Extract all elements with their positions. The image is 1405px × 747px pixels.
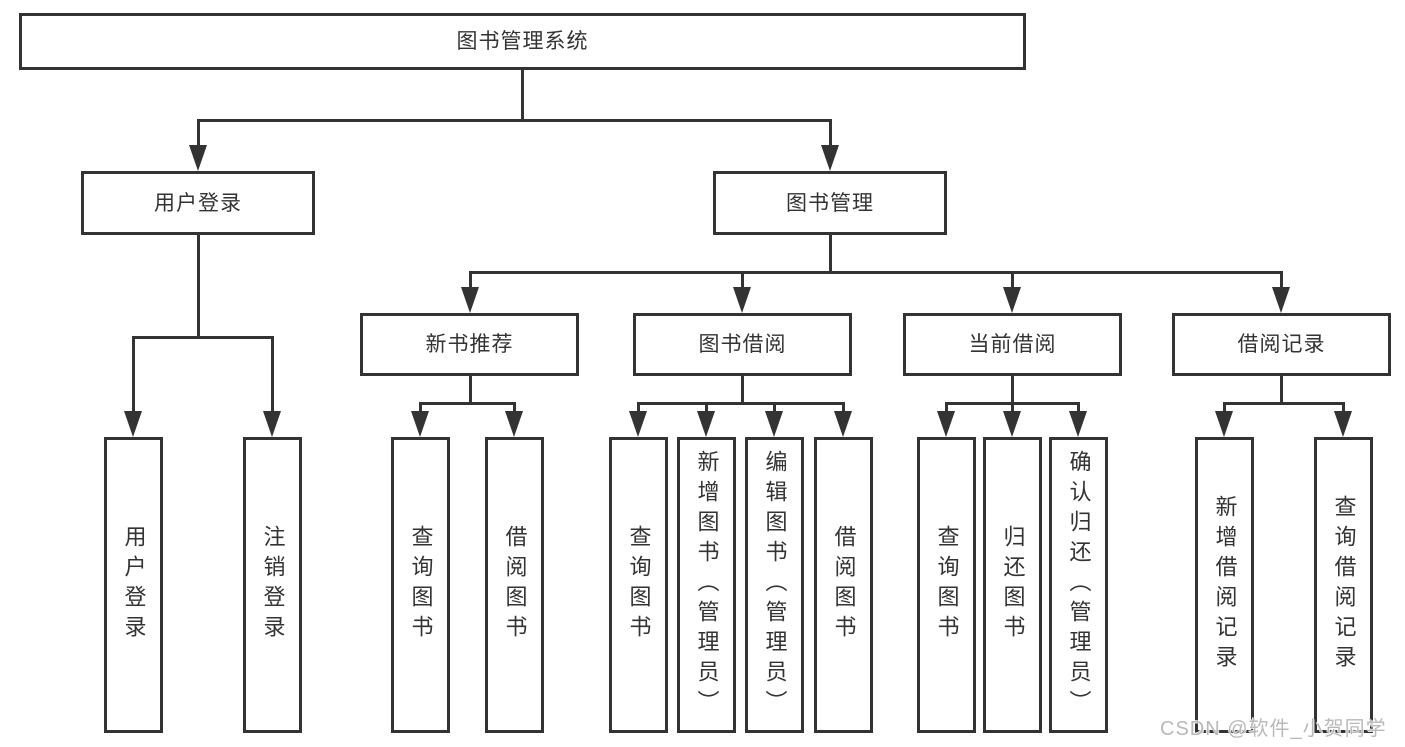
leaf-label: 查询图书 <box>408 525 434 645</box>
leaf-label: 编辑图书（管理员） <box>762 450 788 720</box>
leaf-label: 查询图书 <box>934 525 960 645</box>
arrow-head-icon <box>821 145 839 171</box>
node-label: 图书管理系统 <box>456 30 589 53</box>
arrow-head-icon <box>1334 411 1352 437</box>
arrow-head-icon <box>1069 411 1087 437</box>
node-label: 图书管理 <box>786 191 874 215</box>
arrow-head-icon <box>124 411 142 437</box>
arrow-head-icon <box>189 145 207 171</box>
arrow-head-icon <box>1215 411 1233 437</box>
leaf-borrow-books-recommend: 借阅图书 <box>485 437 544 733</box>
connector-line <box>1279 272 1283 295</box>
leaf-label: 借阅图书 <box>831 525 857 645</box>
connector-line <box>468 272 472 295</box>
leaf-user-login: 用户登录 <box>104 437 163 733</box>
arrow-head-icon <box>1272 287 1290 313</box>
connector-line <box>270 337 274 419</box>
csdn-watermark: CSDN @软件_小贺同学 <box>1160 718 1387 740</box>
arrow-head-icon <box>263 411 281 437</box>
leaf-label: 归还图书 <box>1000 525 1026 645</box>
leaf-label: 新增图书（管理员） <box>694 450 720 720</box>
leaf-borrow-books: 借阅图书 <box>814 437 873 733</box>
leaf-return-books: 归还图书 <box>983 437 1042 733</box>
arrow-head-icon <box>411 411 429 437</box>
connector-line <box>418 401 516 405</box>
connector-line <box>196 120 200 153</box>
node-book-management: 图书管理 <box>713 171 947 235</box>
leaf-add-books-admin: 新增图书（管理员） <box>677 437 736 733</box>
node-label: 借阅记录 <box>1237 333 1326 356</box>
leaf-label: 用户登录 <box>121 525 147 645</box>
node-user-login: 用户登录 <box>81 171 315 235</box>
leaf-add-borrow-record: 新增借阅记录 <box>1195 437 1254 733</box>
leaf-label: 确认归还（管理员） <box>1066 450 1092 720</box>
leaf-label: 借阅图书 <box>502 525 528 645</box>
connector-line <box>1010 272 1014 295</box>
connector-line <box>740 272 744 295</box>
connector-line <box>828 120 832 153</box>
connector-line <box>131 337 135 419</box>
connector-line <box>196 235 200 338</box>
arrow-head-icon <box>697 411 715 437</box>
arrow-head-icon <box>505 411 523 437</box>
arrow-head-icon <box>937 411 955 437</box>
node-new-book-recommendation: 新书推荐 <box>360 313 579 376</box>
arrow-head-icon <box>1003 411 1021 437</box>
leaf-label: 注销登录 <box>260 525 286 645</box>
node-label: 新书推荐 <box>425 333 514 356</box>
arrow-head-icon <box>461 287 479 313</box>
connector-line <box>468 270 1283 274</box>
arrow-head-icon <box>765 411 783 437</box>
leaf-query-books-current: 查询图书 <box>917 437 976 733</box>
arrow-head-icon <box>834 411 852 437</box>
connector-line <box>468 376 472 404</box>
leaf-query-books-borrow: 查询图书 <box>609 437 668 733</box>
connector-line <box>1279 376 1283 404</box>
connector-line <box>196 118 832 122</box>
leaf-query-borrow-record: 查询借阅记录 <box>1314 437 1373 733</box>
leaf-confirm-return-admin: 确认归还（管理员） <box>1049 437 1108 733</box>
connector-line <box>520 70 524 121</box>
node-label: 图书借阅 <box>698 333 787 356</box>
node-borrowing-records: 借阅记录 <box>1172 313 1391 376</box>
leaf-label: 查询借阅记录 <box>1331 495 1357 675</box>
node-label: 当前借阅 <box>968 333 1057 356</box>
node-label: 用户登录 <box>154 191 242 215</box>
connector-line <box>1010 376 1014 404</box>
arrow-head-icon <box>1003 287 1021 313</box>
connector-line <box>740 376 744 404</box>
node-current-borrowing: 当前借阅 <box>903 313 1122 376</box>
connector-line <box>131 335 274 339</box>
leaf-logout: 注销登录 <box>243 437 302 733</box>
node-book-borrowing: 图书借阅 <box>633 313 852 376</box>
leaf-label: 查询图书 <box>626 525 652 645</box>
arrow-head-icon <box>733 287 751 313</box>
leaf-label: 新增借阅记录 <box>1212 495 1238 675</box>
arrow-head-icon <box>629 411 647 437</box>
connector-line <box>636 401 845 405</box>
leaf-query-books-recommend: 查询图书 <box>391 437 450 733</box>
node-library-management-system: 图书管理系统 <box>19 13 1026 70</box>
leaf-edit-books-admin: 编辑图书（管理员） <box>745 437 804 733</box>
connector-line <box>828 235 832 273</box>
connector-line <box>1222 401 1345 405</box>
